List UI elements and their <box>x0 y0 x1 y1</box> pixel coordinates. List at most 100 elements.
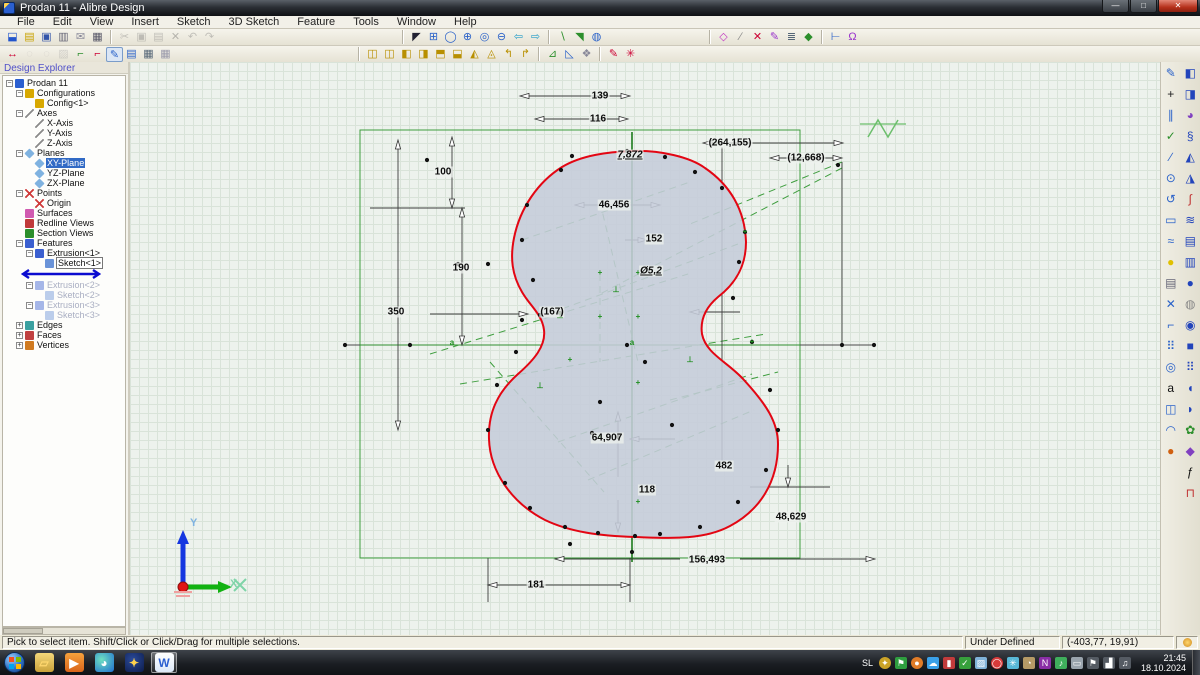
dimension-value[interactable]: Ø5,2 <box>639 266 663 277</box>
extrude-cut-icon[interactable]: ◨ <box>1182 86 1199 103</box>
appearance-icon[interactable]: ◆ <box>1182 443 1199 460</box>
project-edge-icon[interactable]: ⌐ <box>89 47 106 62</box>
sketch-point[interactable] <box>563 525 567 529</box>
sketch-point[interactable] <box>596 531 600 535</box>
photo-viewer-tray-icon[interactable]: ▨ <box>975 657 987 669</box>
tree-item-configurations[interactable]: −Configurations <box>3 88 125 98</box>
construction-x-icon[interactable]: ✕ <box>1162 296 1179 313</box>
sketch-point[interactable] <box>570 154 574 158</box>
display-gray-tray-icon[interactable]: ▭ <box>1071 657 1083 669</box>
green-flag-tray-icon[interactable]: ⚑ <box>895 657 907 669</box>
intersect-icon[interactable]: ◭ <box>1182 149 1199 166</box>
sketch-point[interactable] <box>731 296 735 300</box>
browser-orange-tray-icon[interactable]: ● <box>911 657 923 669</box>
cut-icon[interactable]: ✂ <box>116 30 133 45</box>
view-forward-icon[interactable]: ⇨ <box>527 30 544 45</box>
view-direction-icon[interactable]: ◥ <box>571 30 588 45</box>
grid-snap-icon[interactable]: ▦ <box>140 47 157 62</box>
rectangle-icon[interactable]: ▭ <box>1162 212 1179 229</box>
crosshair-icon[interactable]: + <box>1162 86 1179 103</box>
sketch-point[interactable] <box>643 360 647 364</box>
dimension-value[interactable]: 46,456 <box>598 200 631 211</box>
physical-properties-icon[interactable]: Ω <box>844 30 861 45</box>
tree-item-yz-plane[interactable]: YZ-Plane <box>3 168 125 178</box>
circle-ref2-icon[interactable]: ◌ <box>38 47 55 62</box>
view-iso-icon[interactable]: ◭ <box>466 47 483 62</box>
sketch-point[interactable] <box>531 278 535 282</box>
tree-item-config1[interactable]: Config<1> <box>3 98 125 108</box>
dimension-value[interactable]: 48,629 <box>775 512 808 523</box>
sweep-icon[interactable]: ∫ <box>1182 191 1199 208</box>
sketch-point[interactable] <box>486 428 490 432</box>
save-file-icon[interactable]: ▣ <box>38 30 55 45</box>
tree-item-planes[interactable]: −Planes <box>3 148 125 158</box>
dimension-tool-icon[interactable]: ↔ <box>4 47 21 62</box>
open-file-icon[interactable]: ▤ <box>21 30 38 45</box>
tree-item-axes[interactable]: −Axes <box>3 108 125 118</box>
sketch-toggle-icon[interactable]: ∖ <box>554 30 571 45</box>
expander-minus-icon[interactable]: − <box>16 90 23 97</box>
sketch-point[interactable] <box>663 155 667 159</box>
zoom-window-icon[interactable]: ⊞ <box>425 30 442 45</box>
sketch-canvas[interactable]: ++++++++++⊥⊥⊥⊥aa 139116(264,155)(12,668)… <box>130 62 1160 635</box>
circle-ref-icon[interactable]: ◌ <box>21 47 38 62</box>
menu-3d-sketch[interactable]: 3D Sketch <box>220 16 289 29</box>
tree-item-x-axis[interactable]: X-Axis <box>3 118 125 128</box>
dimension-value[interactable]: 190 <box>452 263 471 274</box>
chart-tool-icon[interactable]: ⊿ <box>544 47 561 62</box>
expander-minus-icon[interactable]: − <box>26 302 33 309</box>
dimension-value[interactable]: 156,493 <box>688 555 726 566</box>
undo-icon[interactable]: ↶ <box>184 30 201 45</box>
text-icon[interactable]: a <box>1162 380 1179 397</box>
view-bottom-icon[interactable]: ⬓ <box>449 47 466 62</box>
usb-red-tray-icon[interactable]: ▮ <box>943 657 955 669</box>
import-file-icon[interactable]: ⬓ <box>4 30 21 45</box>
view-right-icon[interactable]: ◨ <box>415 47 432 62</box>
expander-minus-icon[interactable]: − <box>26 250 33 257</box>
point-icon[interactable]: ● <box>1162 254 1179 271</box>
tree-item-surfaces[interactable]: Surfaces <box>3 208 125 218</box>
tree-item-sketch1[interactable]: Sketch<1> <box>3 258 125 268</box>
rotate-ccw-icon[interactable]: ↰ <box>500 47 517 62</box>
volume-tray-icon[interactable]: ♫ <box>1119 657 1131 669</box>
view-back3d-icon[interactable]: ◫ <box>381 47 398 62</box>
taskbar-media-player-button[interactable]: ▶ <box>61 652 87 673</box>
send-mail-icon[interactable]: ✉ <box>72 30 89 45</box>
pattern-feature-icon[interactable]: ▤ <box>1182 233 1199 250</box>
audio-green-tray-icon[interactable]: ♪ <box>1055 657 1067 669</box>
onenote-tray-icon[interactable]: N <box>1039 657 1051 669</box>
view-back-icon[interactable]: ⇦ <box>510 30 527 45</box>
tree-item-y-axis[interactable]: Y-Axis <box>3 128 125 138</box>
redo-icon[interactable]: ↷ <box>201 30 218 45</box>
search-tan-tray-icon[interactable]: ◔ <box>1023 657 1035 669</box>
sketch-point[interactable] <box>658 532 662 536</box>
expander-plus-icon[interactable]: + <box>16 342 23 349</box>
sketch-point[interactable] <box>528 506 532 510</box>
sketch-point[interactable] <box>520 238 524 242</box>
corner-fillet-icon[interactable]: ⌐ <box>1162 317 1179 334</box>
view-front-icon[interactable]: ◫ <box>364 47 381 62</box>
sketch-point[interactable] <box>514 350 518 354</box>
expander-minus-icon[interactable]: − <box>16 150 23 157</box>
dimension-value[interactable]: 152 <box>645 234 664 245</box>
export-file-icon[interactable]: ▥ <box>55 30 72 45</box>
part-view-icon[interactable]: ◆ <box>800 30 817 45</box>
menu-sketch[interactable]: Sketch <box>168 16 220 29</box>
delete-icon[interactable]: ✕ <box>167 30 184 45</box>
chamfer-icon[interactable]: ◗ <box>1182 401 1199 418</box>
sketch-point[interactable] <box>670 423 674 427</box>
mirror-sketch-icon[interactable]: ◫ <box>1162 401 1179 418</box>
show-desktop-button[interactable] <box>1192 650 1200 675</box>
sketch-point[interactable] <box>720 186 724 190</box>
tree-item-z-axis[interactable]: Z-Axis <box>3 138 125 148</box>
view-top-icon[interactable]: ⬒ <box>432 47 449 62</box>
menu-feature[interactable]: Feature <box>288 16 344 29</box>
sketch-point[interactable] <box>630 550 634 554</box>
sketch-point[interactable] <box>408 343 412 347</box>
tree-item-features[interactable]: −Features <box>3 238 125 248</box>
expander-minus-icon[interactable]: − <box>16 190 23 197</box>
sketch-point[interactable] <box>768 388 772 392</box>
taskbar-word-button[interactable]: W <box>151 652 177 673</box>
rotate-cw-icon[interactable]: ↱ <box>517 47 534 62</box>
dimension-value[interactable]: 64,907 <box>591 433 624 444</box>
